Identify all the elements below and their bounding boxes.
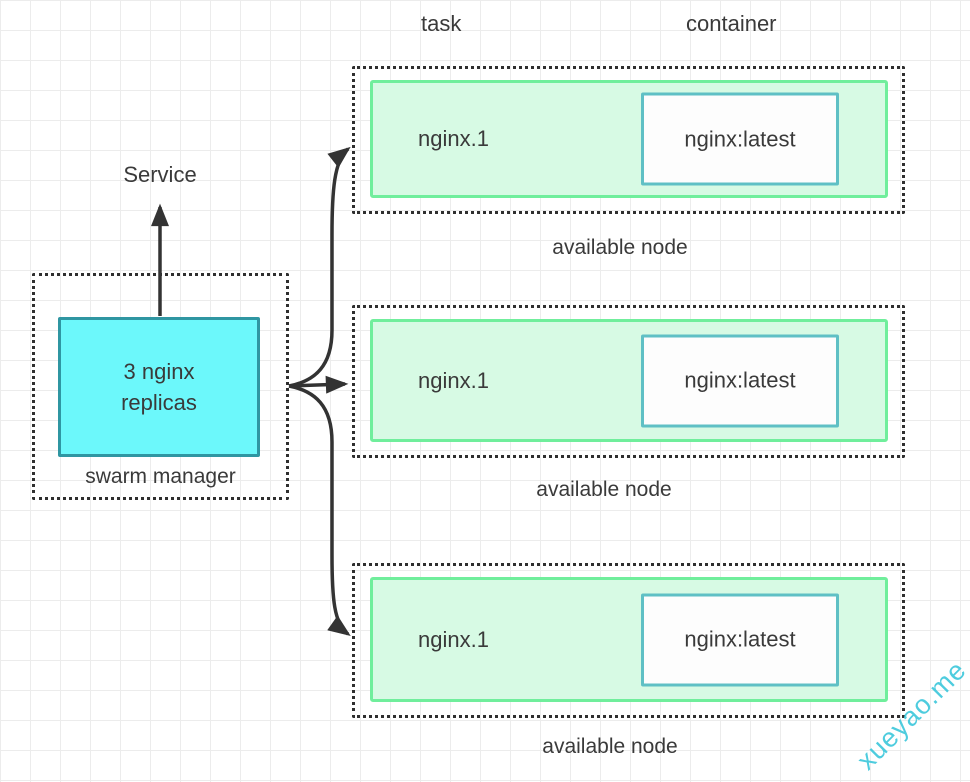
task-label: task: [421, 11, 462, 36]
task-name-1: nginx.1: [418, 126, 489, 151]
node-caption-2: available node: [536, 478, 672, 501]
arrow-to-node-1: [288, 146, 351, 388]
replicas-box: 3 nginx replicas: [58, 317, 260, 457]
replicas-line1: 3 nginx: [123, 359, 195, 384]
container-label: container: [686, 11, 777, 36]
container-name-2: nginx:latest: [684, 367, 796, 393]
task-box-1: nginx.1 nginx:latest: [370, 80, 888, 198]
container-name-3: nginx:latest: [684, 626, 796, 652]
swarm-manager-caption: swarm manager: [85, 465, 236, 488]
task-box-3: nginx.1 nginx:latest: [370, 577, 888, 702]
available-node-2: nginx.1 nginx:latest: [352, 305, 905, 458]
node-caption-3: available node: [542, 735, 678, 758]
replicas-line2: replicas: [121, 390, 197, 415]
node-caption-1: available node: [552, 236, 688, 259]
arrow-to-node-3: [288, 384, 351, 636]
task-name-2: nginx.1: [418, 367, 489, 393]
service-label: Service: [123, 162, 197, 187]
container-name-1: nginx:latest: [684, 126, 796, 151]
available-node-1: nginx.1 nginx:latest: [352, 66, 905, 214]
task-name-3: nginx.1: [418, 626, 489, 652]
container-box-3: nginx:latest: [641, 593, 839, 686]
swarm-manager-group: 3 nginx replicas swarm manager: [32, 273, 289, 500]
arrow-to-node-2: [288, 375, 349, 394]
task-box-2: nginx.1 nginx:latest: [370, 319, 888, 442]
container-box-1: nginx:latest: [641, 92, 839, 186]
container-box-2: nginx:latest: [641, 334, 839, 427]
available-node-3: nginx.1 nginx:latest: [352, 563, 905, 718]
